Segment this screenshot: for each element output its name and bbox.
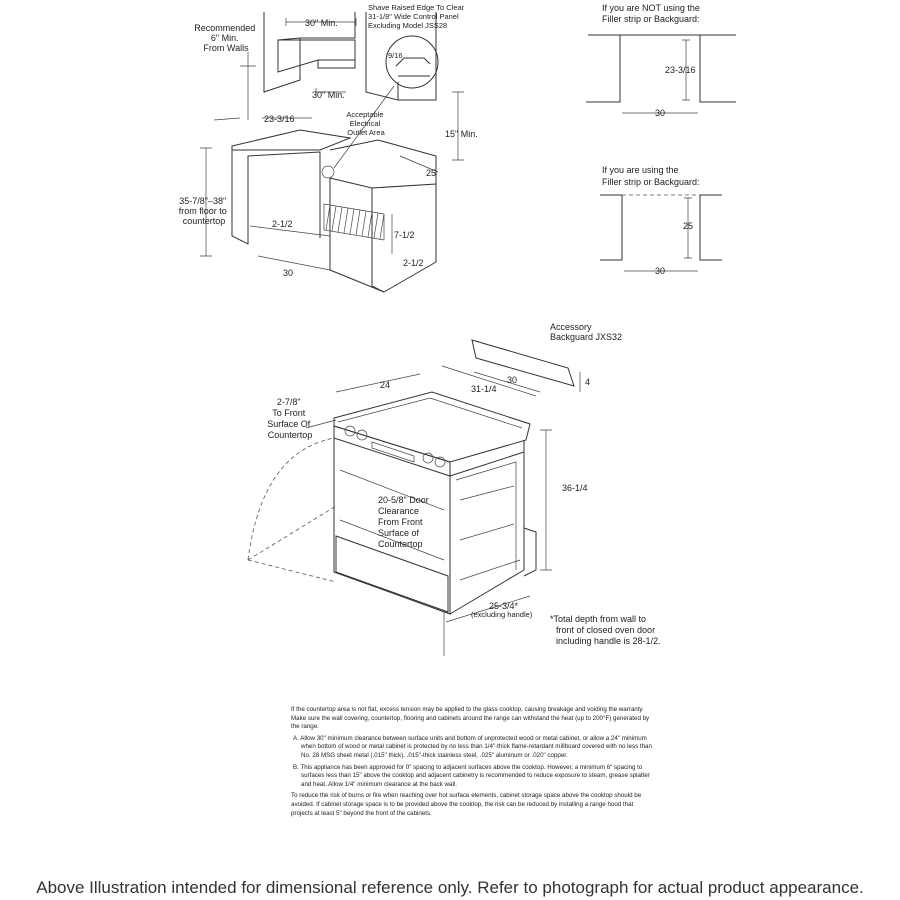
cooktop [333, 391, 531, 463]
disclaimer-footer: Above Illustration intended for dimensio… [36, 878, 864, 897]
backguard-accessory [471, 339, 575, 387]
dim-30-bottom: 30 [283, 268, 293, 278]
control-knob-4 [434, 456, 446, 468]
range-dim-25-3-4: 25-3/4* [489, 601, 519, 611]
range-dim-31-1-4: 31-1/4 [471, 384, 497, 394]
filler-using-width: 30 [655, 266, 665, 276]
recommended-label: Recommended 6" Min. From Walls [194, 23, 258, 53]
filler-using-diagram: If you are using the Filler strip or Bac… [600, 165, 722, 276]
storage-drawer [335, 535, 449, 613]
dim-9-16: 9/16 [388, 51, 403, 60]
range-dim-36-1-4: 36-1/4 [562, 483, 588, 493]
filler-not-using-width: 30 [655, 108, 665, 118]
door-clearance-label: 20-5/8" Door Clearance From Front Surfac… [378, 495, 431, 549]
detail-marker [321, 165, 335, 179]
dim-15-min: 15" Min. [445, 129, 478, 139]
notes-final: To reduce the risk of burns or fire when… [291, 792, 642, 817]
control-knob-2 [356, 429, 368, 441]
dim-30-min-top: 30" Min. [305, 18, 338, 28]
filler-using-height: 25 [683, 221, 693, 231]
range-dim-24: 24 [380, 380, 390, 390]
accessory-label: Accessory Backguard JXS32 [550, 322, 622, 342]
note-b: B. This appliance has been approved for … [293, 763, 650, 788]
outlet-area-hatch [323, 203, 385, 241]
floor-to-countertop-label: 35-7/8"–38" from floor to countertop [179, 196, 230, 226]
installation-notes: If the countertop area is not flat, exce… [291, 706, 653, 821]
outlet-area-label: Acceptable Electrical Outlet Area [346, 110, 385, 137]
filler-not-using-diagram: If you are NOT using the Filler strip or… [586, 3, 736, 118]
filler-not-using-title: If you are NOT using the Filler strip or… [602, 3, 702, 24]
door-swing-arc [247, 437, 335, 561]
filler-not-using-height: 23-3/16 [665, 65, 696, 75]
dim-25: 25 [426, 168, 436, 178]
dim-7-1-2: 7-1/2 [394, 230, 415, 240]
dim-2-1-2-right: 2-1/2 [403, 258, 424, 268]
range-dim-4: 4 [585, 377, 590, 387]
note-a: A. Allow 30" minimum clearance between s… [293, 734, 652, 759]
shave-note: Shave Raised Edge To Clear 31-1/8" Wide … [368, 3, 466, 30]
dim-23-3-16-left: 23-3/16 [264, 114, 295, 124]
excluding-handle-label: (excluding handle) [471, 610, 533, 619]
detail-magnifier [385, 35, 439, 89]
control-panel [333, 425, 451, 477]
dim-2-1-2-left: 2-1/2 [272, 219, 293, 229]
total-depth-note: *Total depth from wall to front of close… [550, 614, 661, 646]
dim-30-min-mid: 30" Min. [312, 90, 345, 100]
front-surface-label: 2-7/8" To Front Surface Of Countertop [267, 397, 313, 440]
filler-using-title: If you are using the Filler strip or Bac… [602, 165, 700, 187]
range-dim-30: 30 [507, 375, 517, 385]
control-knob-1 [344, 425, 356, 437]
range-view [247, 339, 581, 656]
notes-intro: If the countertop area is not flat, exce… [291, 706, 650, 731]
installation-view [200, 12, 464, 293]
control-knob-3 [422, 452, 434, 464]
